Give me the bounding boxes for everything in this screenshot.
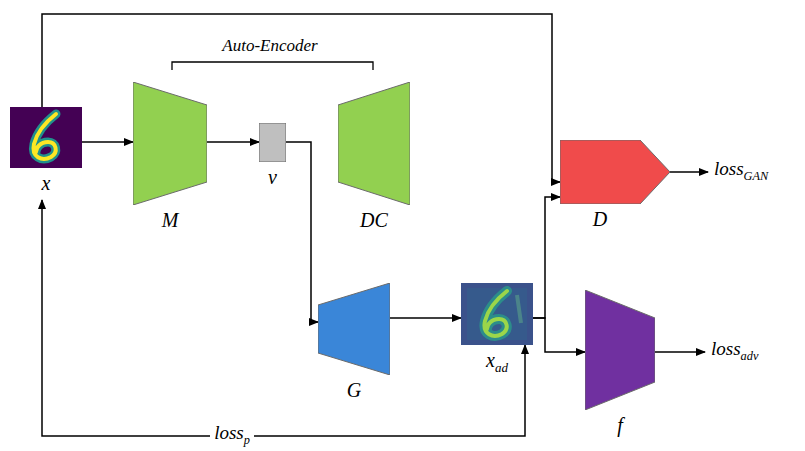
loss-label: lossadv <box>711 338 758 367</box>
node-label: v <box>259 166 286 188</box>
node-shape <box>338 82 410 205</box>
node-shape <box>585 290 655 410</box>
node-label: f <box>585 414 655 436</box>
connector-arrow <box>42 200 525 436</box>
encoder-block: M <box>133 82 207 231</box>
subscript: adv <box>741 348 759 362</box>
node-shape <box>259 123 286 162</box>
output-arrow <box>655 351 705 353</box>
node-label: D <box>560 208 640 230</box>
node-shape <box>318 283 390 375</box>
connector-arrow <box>533 318 585 352</box>
generator-block: G <box>318 283 390 401</box>
group-bracket <box>172 62 373 70</box>
loss-label: lossGAN <box>714 158 768 187</box>
node-label: M <box>133 209 207 231</box>
node-shape <box>133 82 207 205</box>
node-shape <box>10 107 82 168</box>
node-shape <box>461 283 533 345</box>
node-label: DC <box>338 209 410 231</box>
connector-arrow <box>82 141 133 143</box>
connector-arrow <box>207 141 259 143</box>
discriminator-block: D <box>560 140 670 230</box>
node-shape <box>560 140 670 204</box>
subscript: GAN <box>744 168 769 182</box>
adversarial-image: xad <box>461 283 533 379</box>
connector-arrow <box>42 14 560 182</box>
node-label: G <box>318 379 390 401</box>
decoder-block: DC <box>338 82 410 231</box>
subscript: ad <box>495 360 508 375</box>
connector-arrow <box>533 197 560 318</box>
node-label: xad <box>461 349 533 379</box>
edge-label: lossp <box>210 422 254 451</box>
output-arrow <box>670 171 708 173</box>
connector-arrow <box>286 142 318 322</box>
input-image: x <box>10 107 82 194</box>
classifier-block: f <box>585 290 655 436</box>
latent-vector: v <box>259 123 286 188</box>
node-label: x <box>10 172 82 194</box>
connector-arrow <box>390 317 461 319</box>
group-label: Auto-Encoder <box>222 35 317 57</box>
subscript: p <box>244 432 250 446</box>
